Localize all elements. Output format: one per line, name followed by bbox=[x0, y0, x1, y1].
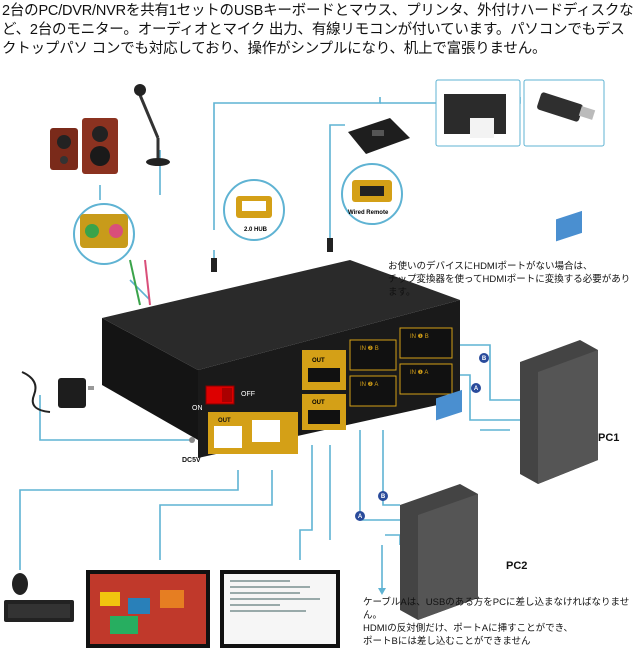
wired-remote-label: Wired Remote bbox=[348, 210, 389, 216]
mouse-icon bbox=[12, 573, 28, 595]
note-bottom-line2: HDMIの反対側だけ、ポートAに挿すことができ、 bbox=[363, 623, 573, 634]
microphone-icon bbox=[134, 84, 170, 166]
usb-out-label: OUT bbox=[218, 418, 231, 424]
marker-b-pc1: B bbox=[482, 356, 487, 362]
in1b-label: IN ❶ B bbox=[410, 333, 429, 340]
remote-icon bbox=[348, 118, 410, 154]
monitor-icon bbox=[86, 570, 210, 648]
keyboard-icon bbox=[4, 600, 74, 622]
in1a-label: IN ❶ A bbox=[410, 369, 428, 376]
wired-remote-port-icon: Wired Remote bbox=[341, 163, 403, 225]
in2a-label: IN ❷ A bbox=[360, 381, 378, 388]
usb-hub-label: 2.0 HUB bbox=[244, 227, 268, 233]
pc-tower-icon bbox=[520, 210, 598, 484]
off-label: OFF bbox=[241, 391, 255, 398]
note-bottom-line1: ケーブルAは、USBのある方をPCに差し込まなければなりません。 bbox=[363, 597, 630, 621]
note-top-line1: お使いのデバイスにHDMIポートがない場合は、 bbox=[388, 261, 593, 272]
out1-label: OUT bbox=[312, 358, 325, 364]
on-label: ON bbox=[192, 405, 203, 412]
note-bottom: ケーブルAは、USBのある方をPCに差し込まなければなりません。 HDMIの反対… bbox=[363, 596, 638, 648]
pc2-label: PC2 bbox=[506, 560, 528, 572]
dc-label: DC5V bbox=[182, 457, 201, 464]
usb-flash-drive-icon bbox=[523, 79, 605, 147]
power-adapter-icon bbox=[21, 371, 94, 413]
kvm-device: ON OFF OUT OUT OUT IN ❷ B IN ❶ B IN ❷ A … bbox=[102, 260, 460, 464]
printer-icon bbox=[435, 79, 521, 147]
note-top: お使いのデバイスにHDMIポートがない場合は、 チップ変換器を使ってHDMIポー… bbox=[388, 260, 638, 299]
pc-tower-icon-2 bbox=[400, 389, 478, 620]
audio-jack-icon bbox=[73, 203, 151, 306]
usb-hub-icon: 2.0 HUB bbox=[223, 179, 285, 241]
marker-a-pc2: A bbox=[358, 514, 363, 520]
speaker-icon bbox=[50, 118, 118, 174]
pc1-label: PC1 bbox=[598, 432, 620, 444]
monitor-icon-2 bbox=[220, 570, 340, 648]
intro-text: 2台のPC/DVR/NVRを共有1セットのUSBキーボードとマウス、プリンタ、外… bbox=[2, 3, 634, 57]
out2-label: OUT bbox=[312, 400, 325, 406]
in2b-label: IN ❷ B bbox=[360, 345, 379, 352]
note-top-line2: チップ変換器を使ってHDMIポートに変換する必要があります。 bbox=[388, 274, 631, 298]
note-bottom-line3: ポートBには差し込むことができません bbox=[363, 636, 531, 647]
marker-a-pc1: A bbox=[474, 386, 479, 392]
marker-b-pc2: B bbox=[381, 494, 386, 500]
